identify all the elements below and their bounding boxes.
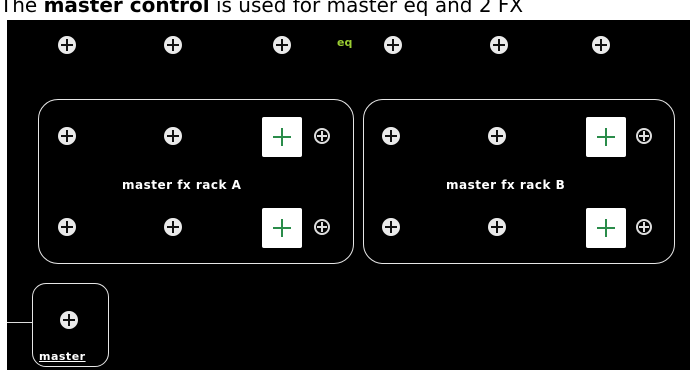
eq-knob-icon[interactable] [592, 36, 610, 54]
fx-knob-icon[interactable] [164, 127, 182, 145]
eq-knob-icon[interactable] [164, 36, 182, 54]
caption-prefix: The [0, 0, 44, 16]
eq-knob-icon[interactable] [490, 36, 508, 54]
master-connector-line [7, 322, 32, 323]
eq-knob-icon[interactable] [58, 36, 76, 54]
fx-send-knob-icon[interactable] [314, 219, 330, 235]
fx-knob-icon[interactable] [58, 127, 76, 145]
fx-rack-a: master fx rack A [38, 99, 354, 264]
fx-rack-b: master fx rack B [363, 99, 675, 264]
fx-send-knob-icon[interactable] [314, 128, 330, 144]
eq-knob-icon[interactable] [273, 36, 291, 54]
fx-send-knob-icon[interactable] [636, 128, 652, 144]
add-effect-button[interactable] [262, 208, 302, 248]
master-knob-icon[interactable] [60, 311, 78, 329]
eq-knob-icon[interactable] [384, 36, 402, 54]
page-caption: The master control is used for master eq… [0, 0, 690, 16]
add-effect-button[interactable] [586, 208, 626, 248]
fx-knob-icon[interactable] [382, 127, 400, 145]
master-module: master [32, 283, 109, 367]
add-effect-button[interactable] [586, 117, 626, 157]
fx-knob-icon[interactable] [58, 218, 76, 236]
fx-knob-icon[interactable] [488, 127, 506, 145]
fx-knob-icon[interactable] [382, 218, 400, 236]
fx-knob-icon[interactable] [488, 218, 506, 236]
fx-knob-icon[interactable] [164, 218, 182, 236]
eq-label: eq [337, 36, 353, 49]
master-label: master [39, 350, 86, 363]
fx-send-knob-icon[interactable] [636, 219, 652, 235]
add-effect-button[interactable] [262, 117, 302, 157]
rack-label: master fx rack B [446, 178, 566, 192]
master-control-panel: eq master fx rack A master fx rack B mas… [7, 20, 690, 370]
caption-bold: master control [43, 0, 210, 16]
caption-suffix: is used for master eq and 2 FX [209, 0, 524, 16]
rack-label: master fx rack A [122, 178, 242, 192]
